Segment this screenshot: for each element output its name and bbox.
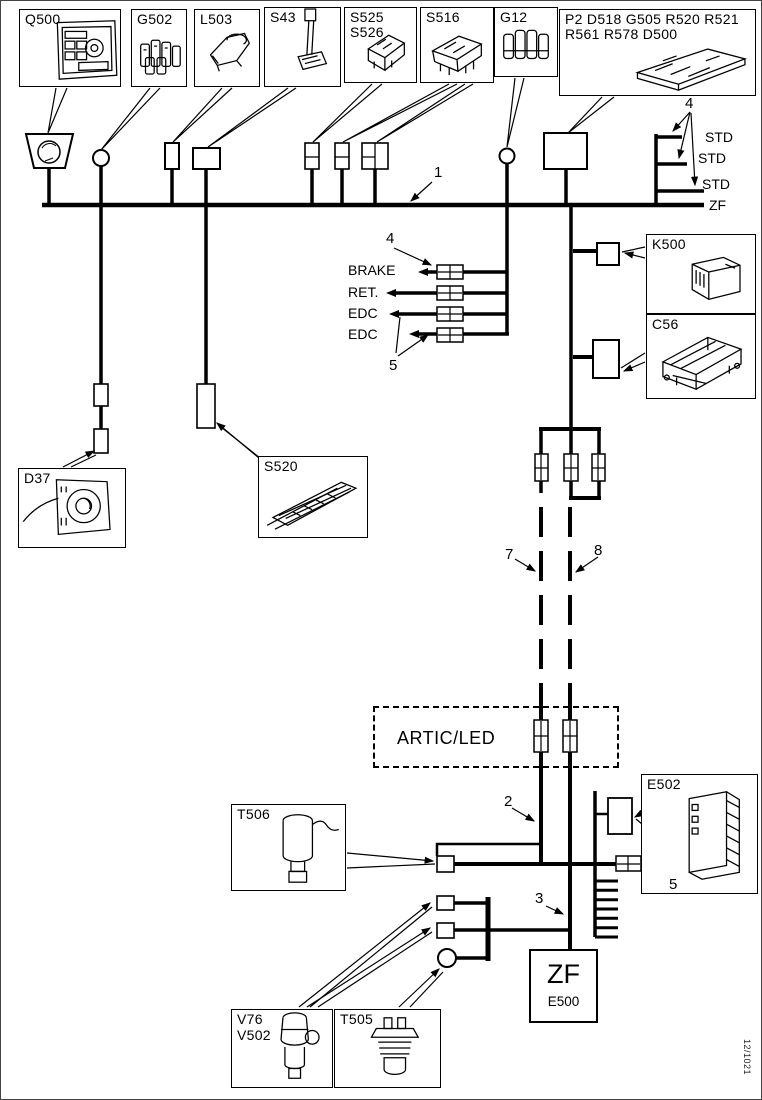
frame-l503-label: L503 — [200, 11, 233, 27]
main-bus-wires — [42, 134, 704, 429]
callout-3: 3 — [535, 890, 544, 907]
control-module-bracket-icon — [661, 336, 743, 391]
std-label-3: STD — [702, 176, 730, 192]
zf-unit-name: ZF — [547, 959, 580, 989]
frame-s43-label: S43 — [270, 9, 296, 25]
callout-4-mid: 4 — [386, 230, 395, 247]
frame-v76-v502: V76 V502 — [231, 1009, 333, 1088]
frame-d37: D37 — [18, 468, 126, 548]
edc-wire-label-2: EDC — [348, 326, 378, 342]
switch-module-icon — [431, 35, 483, 76]
solenoid-cylinder-icon — [282, 814, 340, 883]
ret-wire-label: RET. — [348, 284, 379, 300]
frame-c56-label: C56 — [652, 316, 679, 332]
callout-4-top: 4 — [685, 95, 694, 112]
frame-t506-label: T506 — [237, 806, 271, 822]
rocker-switch-icon — [367, 34, 406, 72]
frame-s516-label: S516 — [426, 9, 460, 25]
std-label-2: STD — [698, 150, 726, 166]
frame-t505-label: T505 — [340, 1011, 374, 1027]
frame-q500: Q500 — [19, 9, 121, 87]
relay-cube-icon — [691, 256, 741, 301]
solenoid-valve-icon — [280, 1012, 320, 1079]
frame-s520: S520 — [258, 456, 368, 538]
wire-symbols — [24, 132, 642, 968]
relay-cluster-icon — [140, 39, 181, 75]
callout-2: 2 — [504, 793, 513, 810]
frame-k500: K500 — [646, 234, 756, 314]
frame-s520-label: S520 — [264, 458, 298, 474]
brake-wire-label: BRAKE — [348, 262, 396, 278]
drawing-number: 12/1021 — [742, 1039, 752, 1076]
zf-unit-code: E500 — [547, 994, 580, 1009]
edc-wire-label-1: EDC — [348, 305, 378, 321]
callout-5-mid: 5 — [389, 357, 398, 374]
frame-g502-label: G502 — [137, 11, 173, 27]
gear-lever-icon — [297, 8, 328, 71]
frame-s43: S43 — [264, 7, 341, 87]
tachograph-icon — [22, 479, 111, 536]
panel-tray-icon — [635, 48, 748, 91]
artic-led-label: ARTIC/LED — [397, 728, 496, 748]
control-unit-icon — [209, 32, 251, 72]
frame-e502-label: E502 — [647, 776, 681, 792]
right-branch-wires — [539, 249, 601, 500]
frame-k500-label: K500 — [652, 236, 686, 252]
callout-8: 8 — [594, 542, 603, 559]
frame-g12: G12 — [494, 7, 558, 77]
frame-p2-group: P2 D518 G505 R520 R521 R561 R578 D500 — [559, 9, 756, 96]
callout-7: 7 — [505, 546, 514, 563]
frame-p2-label-line1: P2 D518 G505 R520 R521 — [565, 11, 739, 27]
frame-s526-label: S526 — [350, 24, 384, 40]
callout-1: 1 — [434, 164, 443, 181]
temperature-sensor-icon — [370, 1017, 420, 1075]
connector-rail-icon — [266, 481, 358, 530]
frame-t505: T505 — [334, 1009, 441, 1088]
trailer-dashed-wires — [539, 507, 572, 701]
ecu-finned-icon — [688, 790, 740, 880]
frame-c56: C56 — [646, 314, 756, 399]
frame-s516: S516 — [420, 7, 494, 83]
frame-s525-label: S525 — [350, 9, 384, 25]
frame-v76-label: V76 — [237, 1011, 263, 1027]
artic-led-zone-box: ARTIC/LED — [373, 706, 619, 768]
frame-g502: G502 — [131, 9, 187, 87]
zf-gearbox-unit-box: ZF E500 — [529, 949, 598, 1023]
zf-bus-label: ZF — [709, 197, 727, 213]
frame-p2-label-line2: R561 R578 D500 — [565, 26, 678, 42]
frame-q500-label: Q500 — [25, 11, 61, 27]
frame-v502-label: V502 — [237, 1027, 271, 1043]
relay-bank-icon — [503, 29, 549, 60]
frame-l503: L503 — [194, 9, 260, 87]
frame-g12-label: G12 — [500, 9, 528, 25]
instrument-cluster-icon — [56, 20, 118, 80]
std-label-1: STD — [705, 129, 733, 145]
frame-e502: E502 — [641, 774, 758, 894]
frame-t506: T506 — [231, 804, 346, 891]
frame-d37-label: D37 — [24, 470, 51, 486]
callout-5-bottom: 5 — [669, 876, 678, 893]
frame-s525-s526: S525 S526 — [344, 7, 417, 83]
